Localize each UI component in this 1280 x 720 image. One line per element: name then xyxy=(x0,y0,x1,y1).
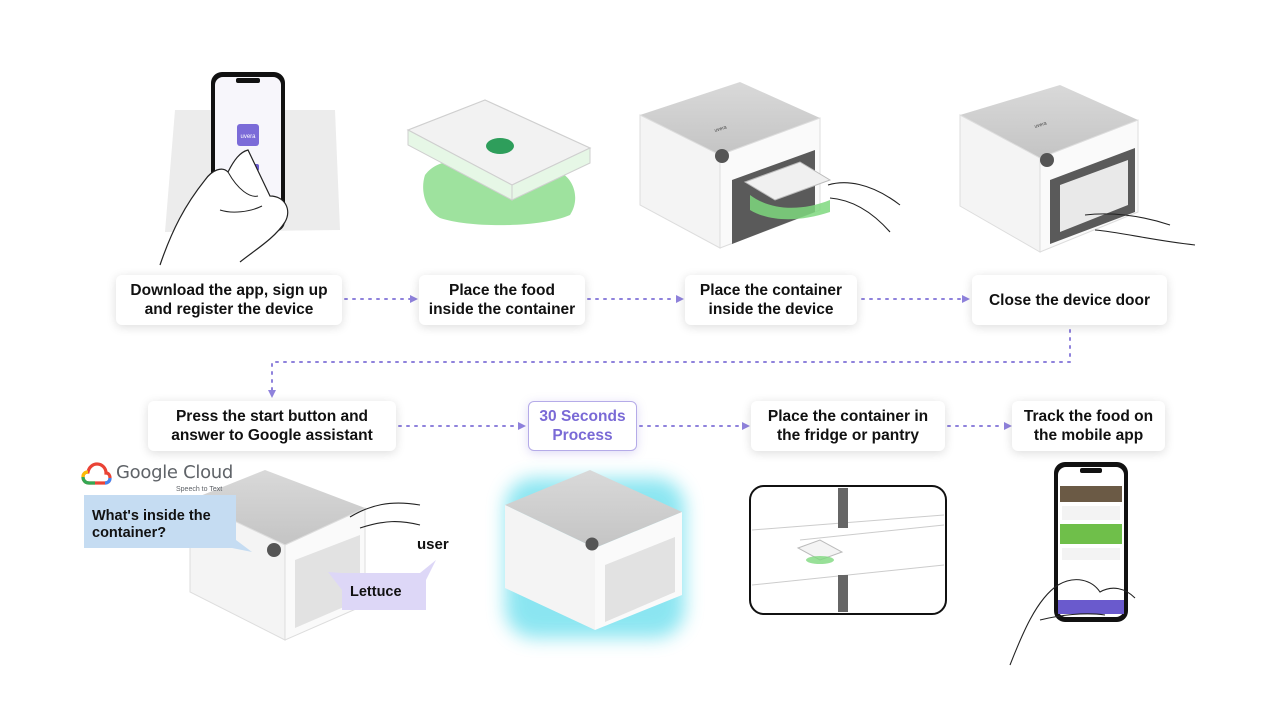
phone-in-hand-illustration: uvera Scan Sign up xyxy=(159,72,340,266)
step-1-label: Download the app, sign up and register t… xyxy=(116,275,342,325)
step-7-label: Place the container in the fridge or pan… xyxy=(751,401,945,451)
container-with-lettuce-illustration xyxy=(406,99,592,226)
google-cloud-brand: Google Cloud xyxy=(116,462,234,483)
fridge-shelf-illustration xyxy=(749,485,947,615)
google-cloud-icon xyxy=(81,462,112,485)
user-answer: Lettuce xyxy=(350,584,402,600)
assistant-question: What's inside the container? xyxy=(92,508,211,541)
device-open-illustration: uvera xyxy=(639,82,901,249)
device-logo-step3: uvera xyxy=(714,124,728,133)
device-logo-step4: uvera xyxy=(1034,120,1048,129)
step-3-label: Place the container inside the device xyxy=(685,275,857,325)
step-8-label: Track the food on the mobile app xyxy=(1012,401,1165,451)
flow-arrows xyxy=(271,298,1071,427)
device-closed-illustration: uvera xyxy=(959,85,1196,253)
step-6-label: 30 Seconds Process xyxy=(528,401,637,451)
arrow-heads xyxy=(268,295,1012,430)
user-speaker-label: user xyxy=(417,536,449,553)
step-4-label: Close the device door xyxy=(972,275,1167,325)
speech-to-text-label: Speech to Text xyxy=(176,486,223,493)
step-5-label: Press the start button and answer to Goo… xyxy=(148,401,396,451)
phone-app-logo: uvera xyxy=(240,134,256,140)
device-glowing-illustration xyxy=(505,470,685,638)
chat-bubbles xyxy=(84,495,436,610)
phone-app-illustration xyxy=(1009,462,1136,666)
step-2-label: Place the food inside the container xyxy=(419,275,585,325)
